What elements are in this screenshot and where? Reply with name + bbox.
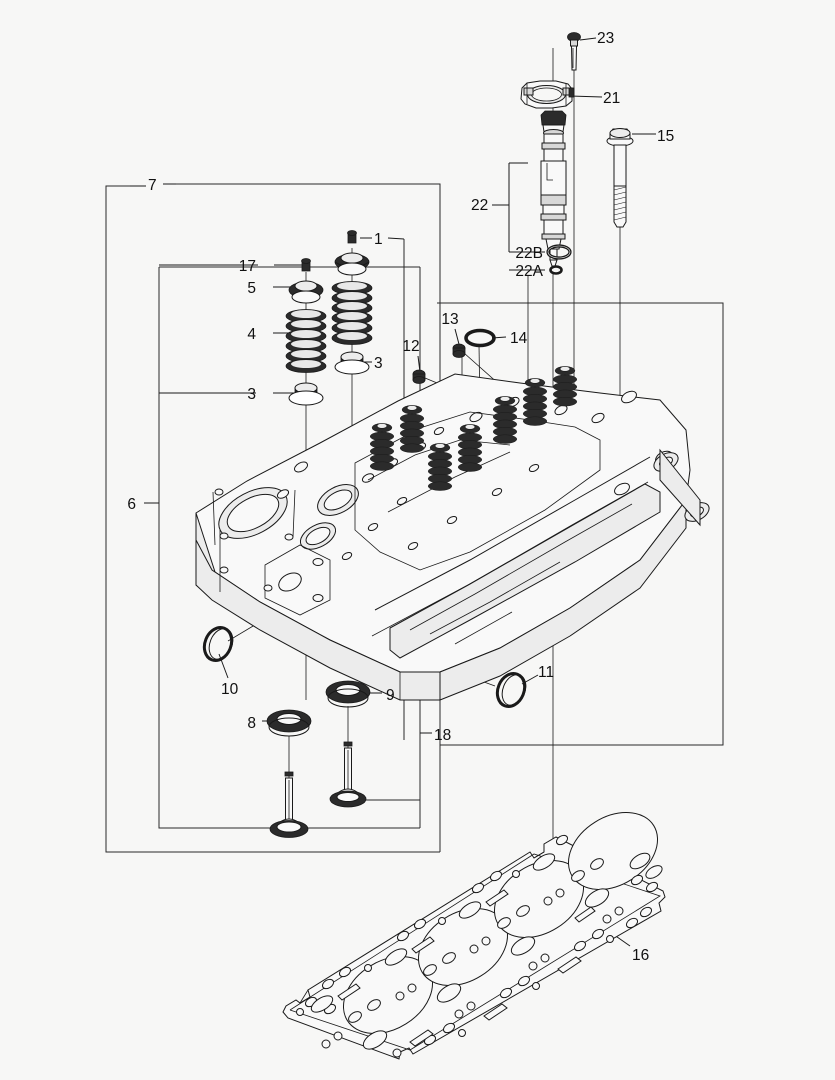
part-plug-12 [412, 369, 426, 384]
spring-coils-exhaust [285, 309, 327, 373]
part-valve-stem-seal-9 [325, 680, 371, 708]
part-valve-intake [269, 771, 309, 838]
part-seal-ring-10 [202, 626, 234, 662]
callout-13: 13 [441, 311, 458, 328]
valve-spring-assembly-intake [331, 230, 373, 375]
part-plug-13 [452, 343, 466, 358]
callout-12: 12 [402, 338, 419, 355]
part-oring-14 [464, 328, 496, 348]
callout-15: 15 [657, 128, 674, 145]
callout-21: 21 [603, 90, 620, 107]
callout-3-exhaust: 3 [247, 386, 256, 403]
group-bracket-right [437, 302, 724, 746]
callout-17: 17 [239, 258, 256, 275]
part-cylinder-head-body [195, 373, 710, 701]
callout-6: 6 [127, 496, 136, 513]
callout-18: 18 [434, 727, 451, 744]
valve-spring-assembly-exhaust [285, 258, 327, 406]
part-valve-stem-seal-8 [266, 709, 312, 737]
part-valve-exhaust [329, 741, 367, 808]
part-injector-oring-small [549, 265, 563, 275]
callout-23: 23 [597, 30, 614, 47]
installed-valve-springs [369, 366, 578, 491]
part-injector-oring-large [546, 244, 572, 260]
callout-22: 22 [471, 197, 488, 214]
callout-14: 14 [510, 330, 528, 347]
callout-9: 9 [386, 687, 395, 704]
part-cylinder-head-bolt [606, 128, 634, 228]
part-injector-clamp [520, 80, 575, 109]
callout-4: 4 [247, 326, 256, 343]
callout-5: 5 [247, 280, 256, 297]
callout-16: 16 [632, 947, 649, 964]
callout-10: 10 [221, 681, 239, 698]
callout-22B: 22B [515, 245, 543, 262]
callout-labels: 23 21 15 22 22B 22A 7 1 17 5 4 3 3 12 13… [127, 30, 674, 964]
callout-22A: 22A [515, 263, 543, 280]
spring-coils-intake [331, 281, 373, 345]
callout-7: 7 [148, 177, 157, 194]
part-fuel-injector [540, 110, 567, 267]
callout-8: 8 [247, 715, 256, 732]
gasket-bores [342, 812, 659, 1034]
part-cylinder-head-gasket [282, 812, 666, 1060]
part-injector-clamp-bolt [567, 32, 581, 71]
callout-3-intake: 3 [374, 355, 383, 372]
part-seal-ring-11 [495, 672, 527, 708]
callout-1: 1 [374, 231, 383, 248]
group-bracket-18 [360, 742, 421, 801]
callout-11: 11 [538, 664, 554, 681]
